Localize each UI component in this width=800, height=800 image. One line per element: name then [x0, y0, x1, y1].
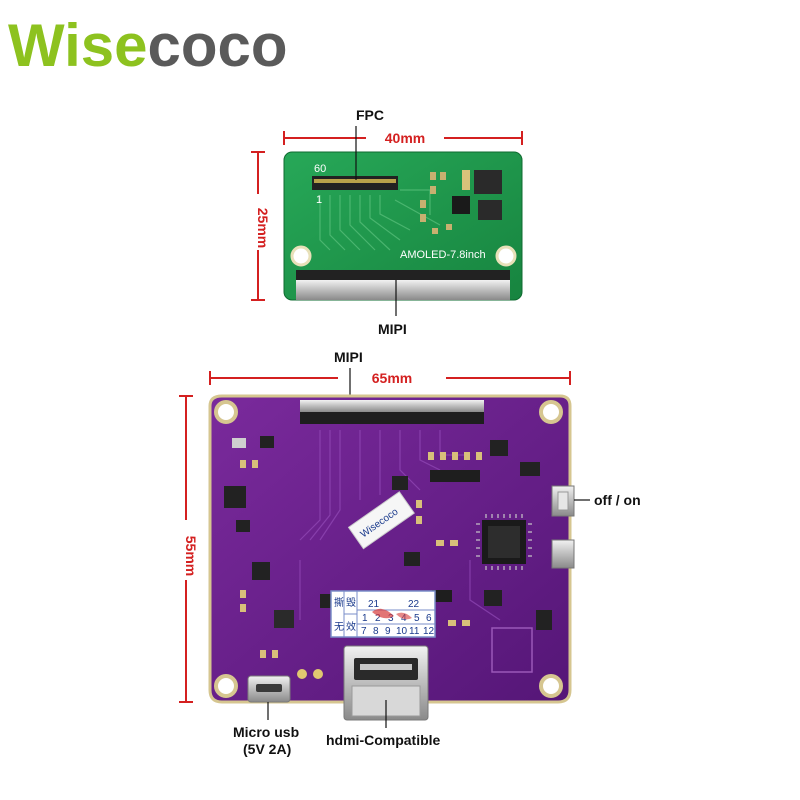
inductor — [274, 610, 294, 628]
pcb-traces — [299, 430, 501, 621]
logo-prefix: Wise — [8, 12, 148, 79]
side-button[interactable] — [551, 539, 575, 569]
mount-hole — [290, 245, 312, 267]
inductor — [478, 200, 502, 220]
warranty-char: 撕 — [334, 596, 344, 609]
large-board-width-dimension: 65mm — [209, 370, 571, 386]
large-mipi-label: MIPI — [334, 349, 363, 365]
warranty-char: 无 — [334, 622, 344, 633]
svg-text:Wisecoco: Wisecoco — [8, 12, 288, 79]
large-board: MIPI 65mm 55mm — [179, 349, 641, 757]
pin-1-label: 1 — [316, 194, 322, 206]
large-mipi-connector — [300, 400, 484, 412]
warranty-bottom-number: 8 — [373, 626, 379, 637]
mount-hole — [539, 400, 563, 424]
large-board-height-dimension: 55mm — [179, 395, 199, 703]
small-board-width-dimension: 40mm — [283, 130, 523, 146]
warranty-top-number: 21 — [368, 599, 380, 610]
warranty-char: 效 — [346, 620, 356, 633]
hdmi-port[interactable] — [343, 645, 429, 721]
mount-hole — [495, 245, 517, 267]
switch-label: off / on — [594, 492, 641, 508]
logo-suffix: coco — [148, 12, 288, 79]
main-ic — [476, 514, 532, 570]
small-board-height-dimension: 25mm — [251, 151, 271, 301]
inductor — [474, 170, 502, 194]
small-mipi-label: MIPI — [378, 321, 407, 337]
test-pad — [491, 627, 533, 673]
warranty-label: 撕 毁 无 效 21 22 1 2 3 4 5 6 7 8 9 10 11 12 — [330, 590, 436, 638]
hdmi-label: hdmi-Compatible — [326, 732, 441, 748]
warranty-bottom-number: 11 — [409, 626, 420, 637]
small-board-width-label: 40mm — [385, 130, 425, 146]
warranty-mid-number: 2 — [375, 613, 381, 624]
inductor — [252, 562, 270, 580]
usb-label-line2: (5V 2A) — [243, 741, 291, 757]
large-board-width-label: 65mm — [372, 370, 412, 386]
power-switch[interactable] — [551, 485, 575, 517]
ic-chip — [452, 196, 470, 214]
mount-hole — [539, 674, 563, 698]
small-board: 40mm 25mm 60 1 — [251, 107, 523, 337]
micro-usb-port[interactable] — [247, 675, 291, 703]
pcb-traces — [319, 189, 441, 251]
warranty-bottom-number: 7 — [361, 626, 367, 637]
warranty-bottom-number: 9 — [385, 626, 391, 637]
pin-60-label: 60 — [314, 163, 326, 175]
small-board-model: AMOLED-7.8inch — [400, 249, 486, 261]
small-board-height-label: 25mm — [255, 208, 271, 248]
mount-hole — [214, 674, 238, 698]
large-board-height-label: 55mm — [183, 536, 199, 576]
warranty-char: 毁 — [346, 597, 356, 609]
smd-components — [240, 452, 482, 658]
warranty-top-number: 22 — [408, 599, 420, 610]
usb-label-line1: Micro usb — [233, 724, 299, 740]
warranty-mid-number: 5 — [414, 613, 420, 624]
warranty-bottom-number: 10 — [396, 626, 408, 637]
mipi-connector — [296, 270, 510, 280]
warranty-mid-number: 6 — [426, 613, 432, 624]
fpc-label: FPC — [356, 107, 384, 123]
mount-hole — [214, 400, 238, 424]
brand-logo: Wisecoco — [8, 12, 288, 79]
inductor — [224, 486, 246, 508]
warranty-mid-number: 3 — [388, 613, 394, 624]
warranty-mid-number: 1 — [362, 613, 368, 624]
warranty-bottom-number: 12 — [423, 626, 435, 637]
mipi-connector-body — [296, 280, 510, 300]
